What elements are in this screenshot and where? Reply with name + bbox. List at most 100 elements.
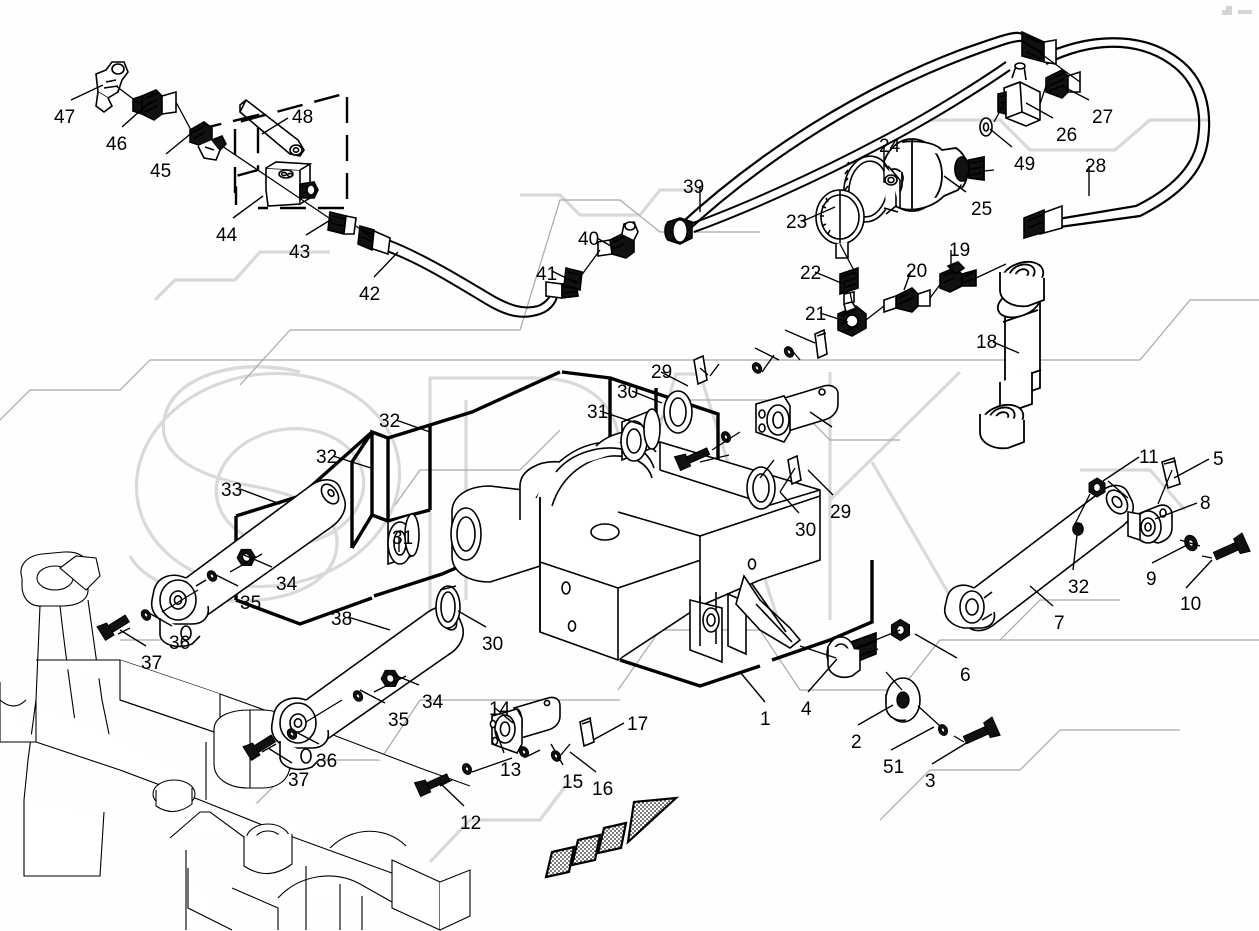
callout-44: 44 bbox=[216, 225, 238, 246]
leader-16u bbox=[754, 347, 780, 361]
callout-36-lower: 36 bbox=[316, 751, 338, 772]
callout-39: 39 bbox=[683, 177, 705, 198]
leader-29 bbox=[660, 371, 689, 387]
fitting-43 bbox=[327, 211, 357, 235]
leader-35 bbox=[211, 572, 239, 587]
callout-11: 11 bbox=[1139, 447, 1159, 468]
leader-46 bbox=[121, 100, 152, 128]
leader-18 bbox=[992, 341, 1020, 354]
leader-22 bbox=[814, 271, 847, 286]
callout-21: 21 bbox=[805, 304, 827, 325]
callout-48: 48 bbox=[292, 107, 314, 128]
link-arm-hardware bbox=[1072, 456, 1251, 561]
leader-17 bbox=[592, 722, 625, 741]
leader-15u bbox=[709, 363, 720, 377]
leader-2 bbox=[857, 704, 894, 726]
leader-14u bbox=[809, 411, 833, 428]
callout-18: 18 bbox=[976, 332, 998, 353]
leader-34 bbox=[243, 554, 273, 568]
phantom-reference-outlines bbox=[0, 199, 1259, 821]
leader-6 bbox=[914, 633, 958, 659]
callout-1: 1 bbox=[760, 709, 771, 730]
leader-11 bbox=[1102, 456, 1140, 482]
callout-19: 19 bbox=[949, 240, 971, 261]
callout-30-bottom: 30 bbox=[482, 634, 504, 655]
callout-49: 49 bbox=[1014, 154, 1036, 175]
callout-12: 12 bbox=[460, 813, 482, 834]
leader-4 bbox=[807, 658, 838, 693]
main-axle-housing bbox=[450, 430, 821, 664]
callout-3: 3 bbox=[925, 771, 936, 792]
callout-17: 17 bbox=[627, 714, 649, 735]
callout-10: 10 bbox=[1180, 594, 1202, 615]
leader-49 bbox=[989, 128, 1013, 148]
hydraulic-hose-28 bbox=[675, 31, 1211, 237]
leader-23 bbox=[802, 206, 836, 222]
callout-35-lower: 35 bbox=[388, 710, 410, 731]
leader-32 bbox=[395, 419, 431, 433]
rod-end-assembly bbox=[826, 618, 1001, 745]
leader-30b bbox=[779, 491, 800, 514]
leader-51 bbox=[890, 726, 935, 751]
dowel-29-upper bbox=[693, 354, 708, 386]
fitting-46 bbox=[132, 89, 177, 121]
leader-27 bbox=[1061, 85, 1090, 101]
leader-32r bbox=[1072, 534, 1078, 571]
callout-31: 31 bbox=[587, 402, 609, 423]
clamp-block-26 bbox=[979, 62, 1081, 137]
callout-29: 29 bbox=[651, 362, 673, 383]
bushing-right-lower bbox=[746, 466, 776, 510]
leader-36b bbox=[293, 730, 320, 745]
callout-32-lower: 32 bbox=[316, 447, 338, 468]
leader-37 bbox=[119, 629, 147, 647]
leader-32b bbox=[332, 455, 372, 469]
callout-46: 46 bbox=[106, 134, 128, 155]
leader-21 bbox=[819, 312, 849, 323]
hose-end-fittings-42 bbox=[357, 224, 579, 299]
leader-14 bbox=[494, 707, 514, 724]
corner-mark bbox=[1222, 6, 1252, 15]
callout-4: 4 bbox=[801, 699, 812, 720]
callout-35: 35 bbox=[240, 593, 262, 614]
leader-26 bbox=[1025, 102, 1054, 119]
leader-47 bbox=[70, 84, 104, 101]
callout-14: 14 bbox=[489, 699, 511, 720]
shock-absorber-18 bbox=[979, 260, 1045, 450]
left-shaft-hardware bbox=[96, 544, 259, 641]
assembly-axis-lines bbox=[115, 39, 1213, 787]
callout-15: 15 bbox=[562, 772, 584, 793]
pin-and-bracket-lower bbox=[413, 696, 595, 798]
pin-and-bracket-upper bbox=[673, 328, 839, 486]
callout-6: 6 bbox=[960, 665, 971, 686]
callout-2: 2 bbox=[851, 732, 862, 753]
callout-33: 33 bbox=[221, 480, 243, 501]
callout-28: 28 bbox=[1085, 156, 1107, 177]
elbow-fitting-40 bbox=[597, 221, 639, 259]
fitting-45 bbox=[189, 121, 227, 161]
leader-20 bbox=[903, 270, 912, 291]
callout-30: 30 bbox=[617, 382, 639, 403]
callout-29-lower: 29 bbox=[830, 502, 852, 523]
callout-45: 45 bbox=[150, 161, 172, 182]
callout-36: 36 bbox=[169, 633, 191, 654]
leader-29b bbox=[807, 469, 834, 496]
bushing-group-left bbox=[387, 512, 461, 629]
leader-12 bbox=[439, 782, 465, 807]
leader-8 bbox=[1154, 502, 1198, 520]
callout-34: 34 bbox=[276, 574, 298, 595]
callout-26: 26 bbox=[1056, 125, 1078, 146]
leader-33 bbox=[239, 488, 281, 505]
leader-38 bbox=[347, 616, 391, 631]
fitting-21-tee bbox=[837, 301, 867, 337]
callout-16: 16 bbox=[592, 779, 614, 800]
callout-20: 20 bbox=[906, 261, 928, 282]
callout-5: 5 bbox=[1213, 449, 1224, 470]
leader-13u bbox=[759, 459, 775, 479]
callout-51: 51 bbox=[883, 757, 905, 778]
callout-22: 22 bbox=[800, 263, 822, 284]
fitting-41 bbox=[563, 267, 583, 291]
callout-24: 24 bbox=[879, 136, 901, 157]
bushing-group-top bbox=[620, 390, 693, 462]
